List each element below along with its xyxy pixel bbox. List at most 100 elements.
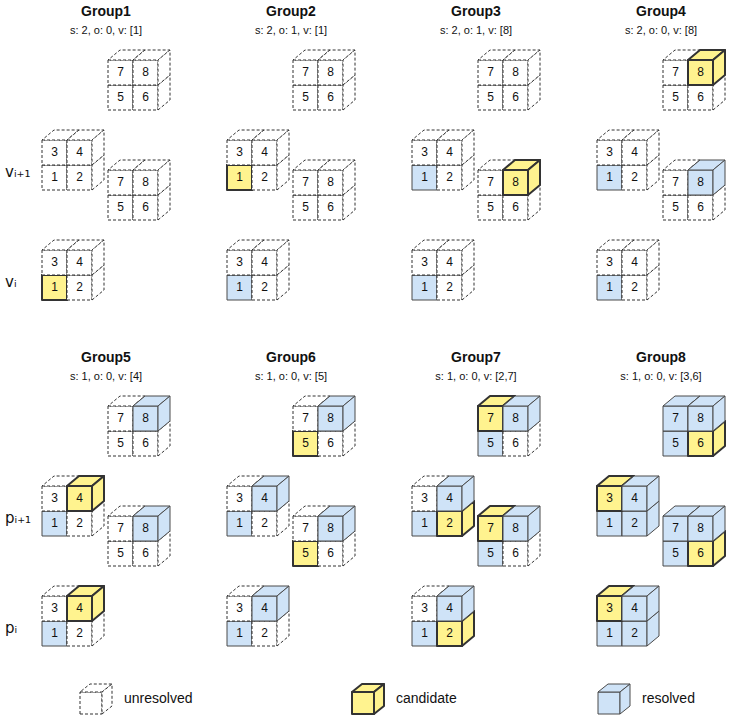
cube-face: [462, 476, 474, 511]
cube-face: [227, 165, 252, 190]
group-params: s: 2, o: 1, v: [1]: [255, 24, 327, 36]
cube-face: [133, 85, 158, 110]
cube-face: [437, 275, 462, 300]
cube-face: [252, 486, 277, 511]
cube-face: [108, 516, 133, 541]
cube-number: 7: [672, 522, 679, 535]
cube-face: [277, 476, 289, 511]
cube-number: 3: [51, 256, 58, 269]
cube-face: [478, 85, 503, 110]
cube-face: [67, 621, 92, 646]
cube-number: 4: [446, 146, 453, 159]
cube-face: [67, 511, 92, 536]
cube-face: [462, 586, 474, 621]
cube-number: 1: [51, 171, 58, 184]
cube-face: [133, 431, 158, 456]
cube-number: 4: [261, 146, 268, 159]
cube-face: [528, 50, 540, 85]
cube-number: 2: [261, 517, 268, 530]
cube-face: [412, 511, 437, 536]
cube: [67, 130, 104, 165]
cube-face: [133, 195, 158, 220]
cube-face: [597, 596, 622, 621]
cube: [252, 476, 289, 511]
cube: [318, 506, 355, 541]
cube-face: [478, 170, 503, 195]
cube: [437, 586, 474, 621]
cube-face: [478, 516, 503, 541]
cube-face: [158, 506, 170, 541]
cube-face: [647, 586, 659, 621]
cube-number: 1: [421, 171, 428, 184]
cube-face: [503, 60, 528, 85]
cube-face: [277, 130, 289, 165]
cube-number: 8: [512, 522, 519, 535]
cube-number: 1: [51, 517, 58, 530]
legend-label: candidate: [396, 691, 457, 706]
cube-number: 8: [697, 412, 704, 425]
cube-number: 5: [302, 437, 309, 450]
cube-number: 3: [421, 492, 428, 505]
cube-number: 2: [261, 171, 268, 184]
cube-face: [713, 506, 725, 541]
cube-number: 1: [236, 171, 243, 184]
cube: [318, 160, 355, 195]
cube: [503, 50, 540, 85]
cube: [318, 50, 355, 85]
cube-face: [412, 140, 437, 165]
cube-face: [108, 170, 133, 195]
cube-face: [688, 85, 713, 110]
cube-number: 2: [261, 627, 268, 640]
cube: [252, 130, 289, 165]
cube-face: [343, 506, 355, 541]
cube-face: [343, 396, 355, 431]
cube: [133, 396, 170, 431]
cube-face: [318, 516, 343, 541]
cube-face: [318, 431, 343, 456]
cube-number: 3: [236, 602, 243, 615]
cube-number: 8: [697, 176, 704, 189]
legend-swatch-face: [80, 692, 102, 714]
cube-number: 6: [512, 91, 519, 104]
cube-face: [92, 240, 104, 275]
cube-face: [318, 541, 343, 566]
cube-face: [647, 240, 659, 275]
cube-number: 7: [302, 412, 309, 425]
cube-face: [293, 85, 318, 110]
cube-face: [133, 406, 158, 431]
group-title: Group8: [636, 350, 686, 365]
cube-number: 4: [631, 256, 638, 269]
cube-number: 2: [76, 627, 83, 640]
cube-number: 3: [51, 492, 58, 505]
cube-number: 6: [512, 201, 519, 214]
cube-face: [133, 516, 158, 541]
cube-face: [42, 511, 67, 536]
cube-face: [528, 506, 540, 541]
cube-number: 5: [672, 547, 679, 560]
cube-face: [622, 250, 647, 275]
cube-face: [597, 275, 622, 300]
legend-swatch-face: [598, 692, 620, 714]
cube-face: [412, 250, 437, 275]
cube-face: [293, 406, 318, 431]
group-params: s: 1, o: 0, v: [3,6]: [620, 370, 701, 382]
cube-face: [688, 516, 713, 541]
group-title: Group1: [81, 4, 131, 19]
cube-face: [688, 60, 713, 85]
cube-face: [108, 60, 133, 85]
cube: [688, 160, 725, 195]
group-params: s: 2, o: 0, v: [8]: [625, 24, 697, 36]
cube: [688, 50, 725, 85]
cube-number: 5: [117, 547, 124, 560]
cube-number: 6: [697, 91, 704, 104]
group-params: s: 1, o: 0, v: [2,7]: [435, 370, 516, 382]
cube-number: 3: [236, 256, 243, 269]
cube-face: [503, 406, 528, 431]
cube-number: 7: [487, 66, 494, 79]
cube-face: [462, 240, 474, 275]
cube-face: [227, 250, 252, 275]
row-label: pᵢ: [5, 620, 17, 637]
cube-number: 2: [631, 281, 638, 294]
cube-face: [318, 195, 343, 220]
cube-face: [133, 60, 158, 85]
